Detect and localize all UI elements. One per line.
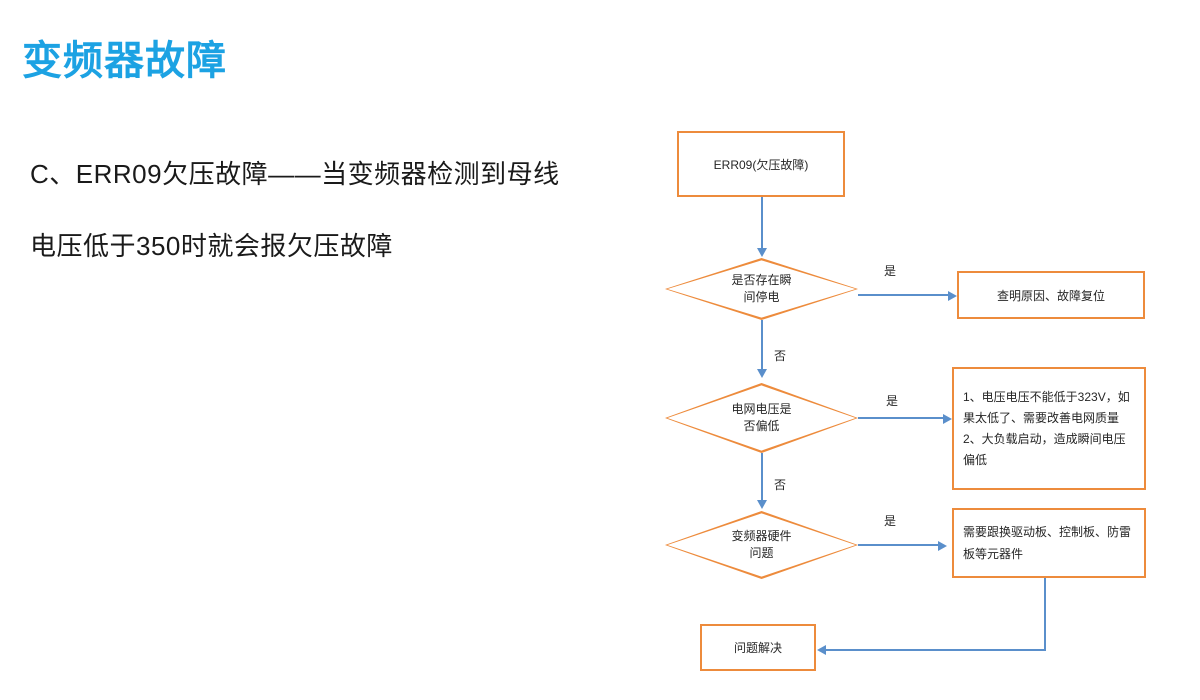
flow-node-decision1-label: 是否存在瞬 间停电 [731,273,792,304]
flow-node-action2[interactable]: 1、电压电压不能低于323V，如果太低了、需要改善电网质量 2、大负载启动，造成… [952,367,1146,490]
page-title: 变频器故障 [22,39,227,83]
flow-node-decision2[interactable]: 电网电压是 否偏低 [665,383,858,453]
flow-node-action2-label: 1、电压电压不能低于323V，如果太低了、需要改善电网质量 2、大负载启动，造成… [963,389,1130,467]
connector-decision1-no [761,320,763,370]
connector-action3-down [1044,578,1046,651]
flow-node-decision3-label: 变频器硬件 问题 [731,529,792,560]
flow-node-action3-label: 需要跟换驱动板、控制板、防雷板等元器件 [963,525,1132,561]
edge-label-decision3-yes: 是 [884,514,897,528]
flow-node-decision1[interactable]: 是否存在瞬 间停电 [665,258,858,320]
edge-label-decision2-no: 否 [774,478,787,492]
connector-decision1-yes [858,294,950,296]
connector-decision2-yes [858,417,945,419]
flow-node-action1[interactable]: 查明原因、故障复位 [957,271,1145,319]
body-text-line-1: C、ERR09欠压故障——当变频器检测到母线 [30,159,560,189]
body-text-block: C、ERR09欠压故障——当变频器检测到母线 电压低于350时就会报欠压故障 [30,138,650,282]
connector-to-end [826,649,1046,651]
connector-decision2-no [761,453,763,501]
flow-node-decision2-label: 电网电压是 否偏低 [731,402,792,433]
edge-label-decision1-yes: 是 [884,264,897,278]
arrowhead-right-action1 [948,291,957,301]
connector-decision3-yes [858,544,940,546]
arrowhead-right-action3 [938,541,947,551]
edge-label-decision2-yes: 是 [886,394,899,408]
edge-label-decision1-no: 否 [774,349,787,363]
body-text-line-2: 电压低于350时就会报欠压故障 [30,231,393,261]
flow-node-decision3[interactable]: 变频器硬件 问题 [665,511,858,579]
arrowhead-down-decision3 [757,500,767,509]
arrowhead-left-end [817,645,826,655]
flow-node-end[interactable]: 问题解决 [700,624,816,671]
flow-node-action3[interactable]: 需要跟换驱动板、控制板、防雷板等元器件 [952,508,1146,578]
flow-node-action1-label: 查明原因、故障复位 [996,288,1105,303]
arrowhead-down-decision1 [757,248,767,257]
arrowhead-down-decision2 [757,369,767,378]
connector-start-to-decision1 [761,197,763,249]
arrowhead-right-action2 [943,414,952,424]
flow-node-start[interactable]: ERR09(欠压故障) [677,131,845,197]
flow-node-end-label: 问题解决 [733,641,782,655]
flow-node-start-label: ERR09(欠压故障) [713,157,809,172]
